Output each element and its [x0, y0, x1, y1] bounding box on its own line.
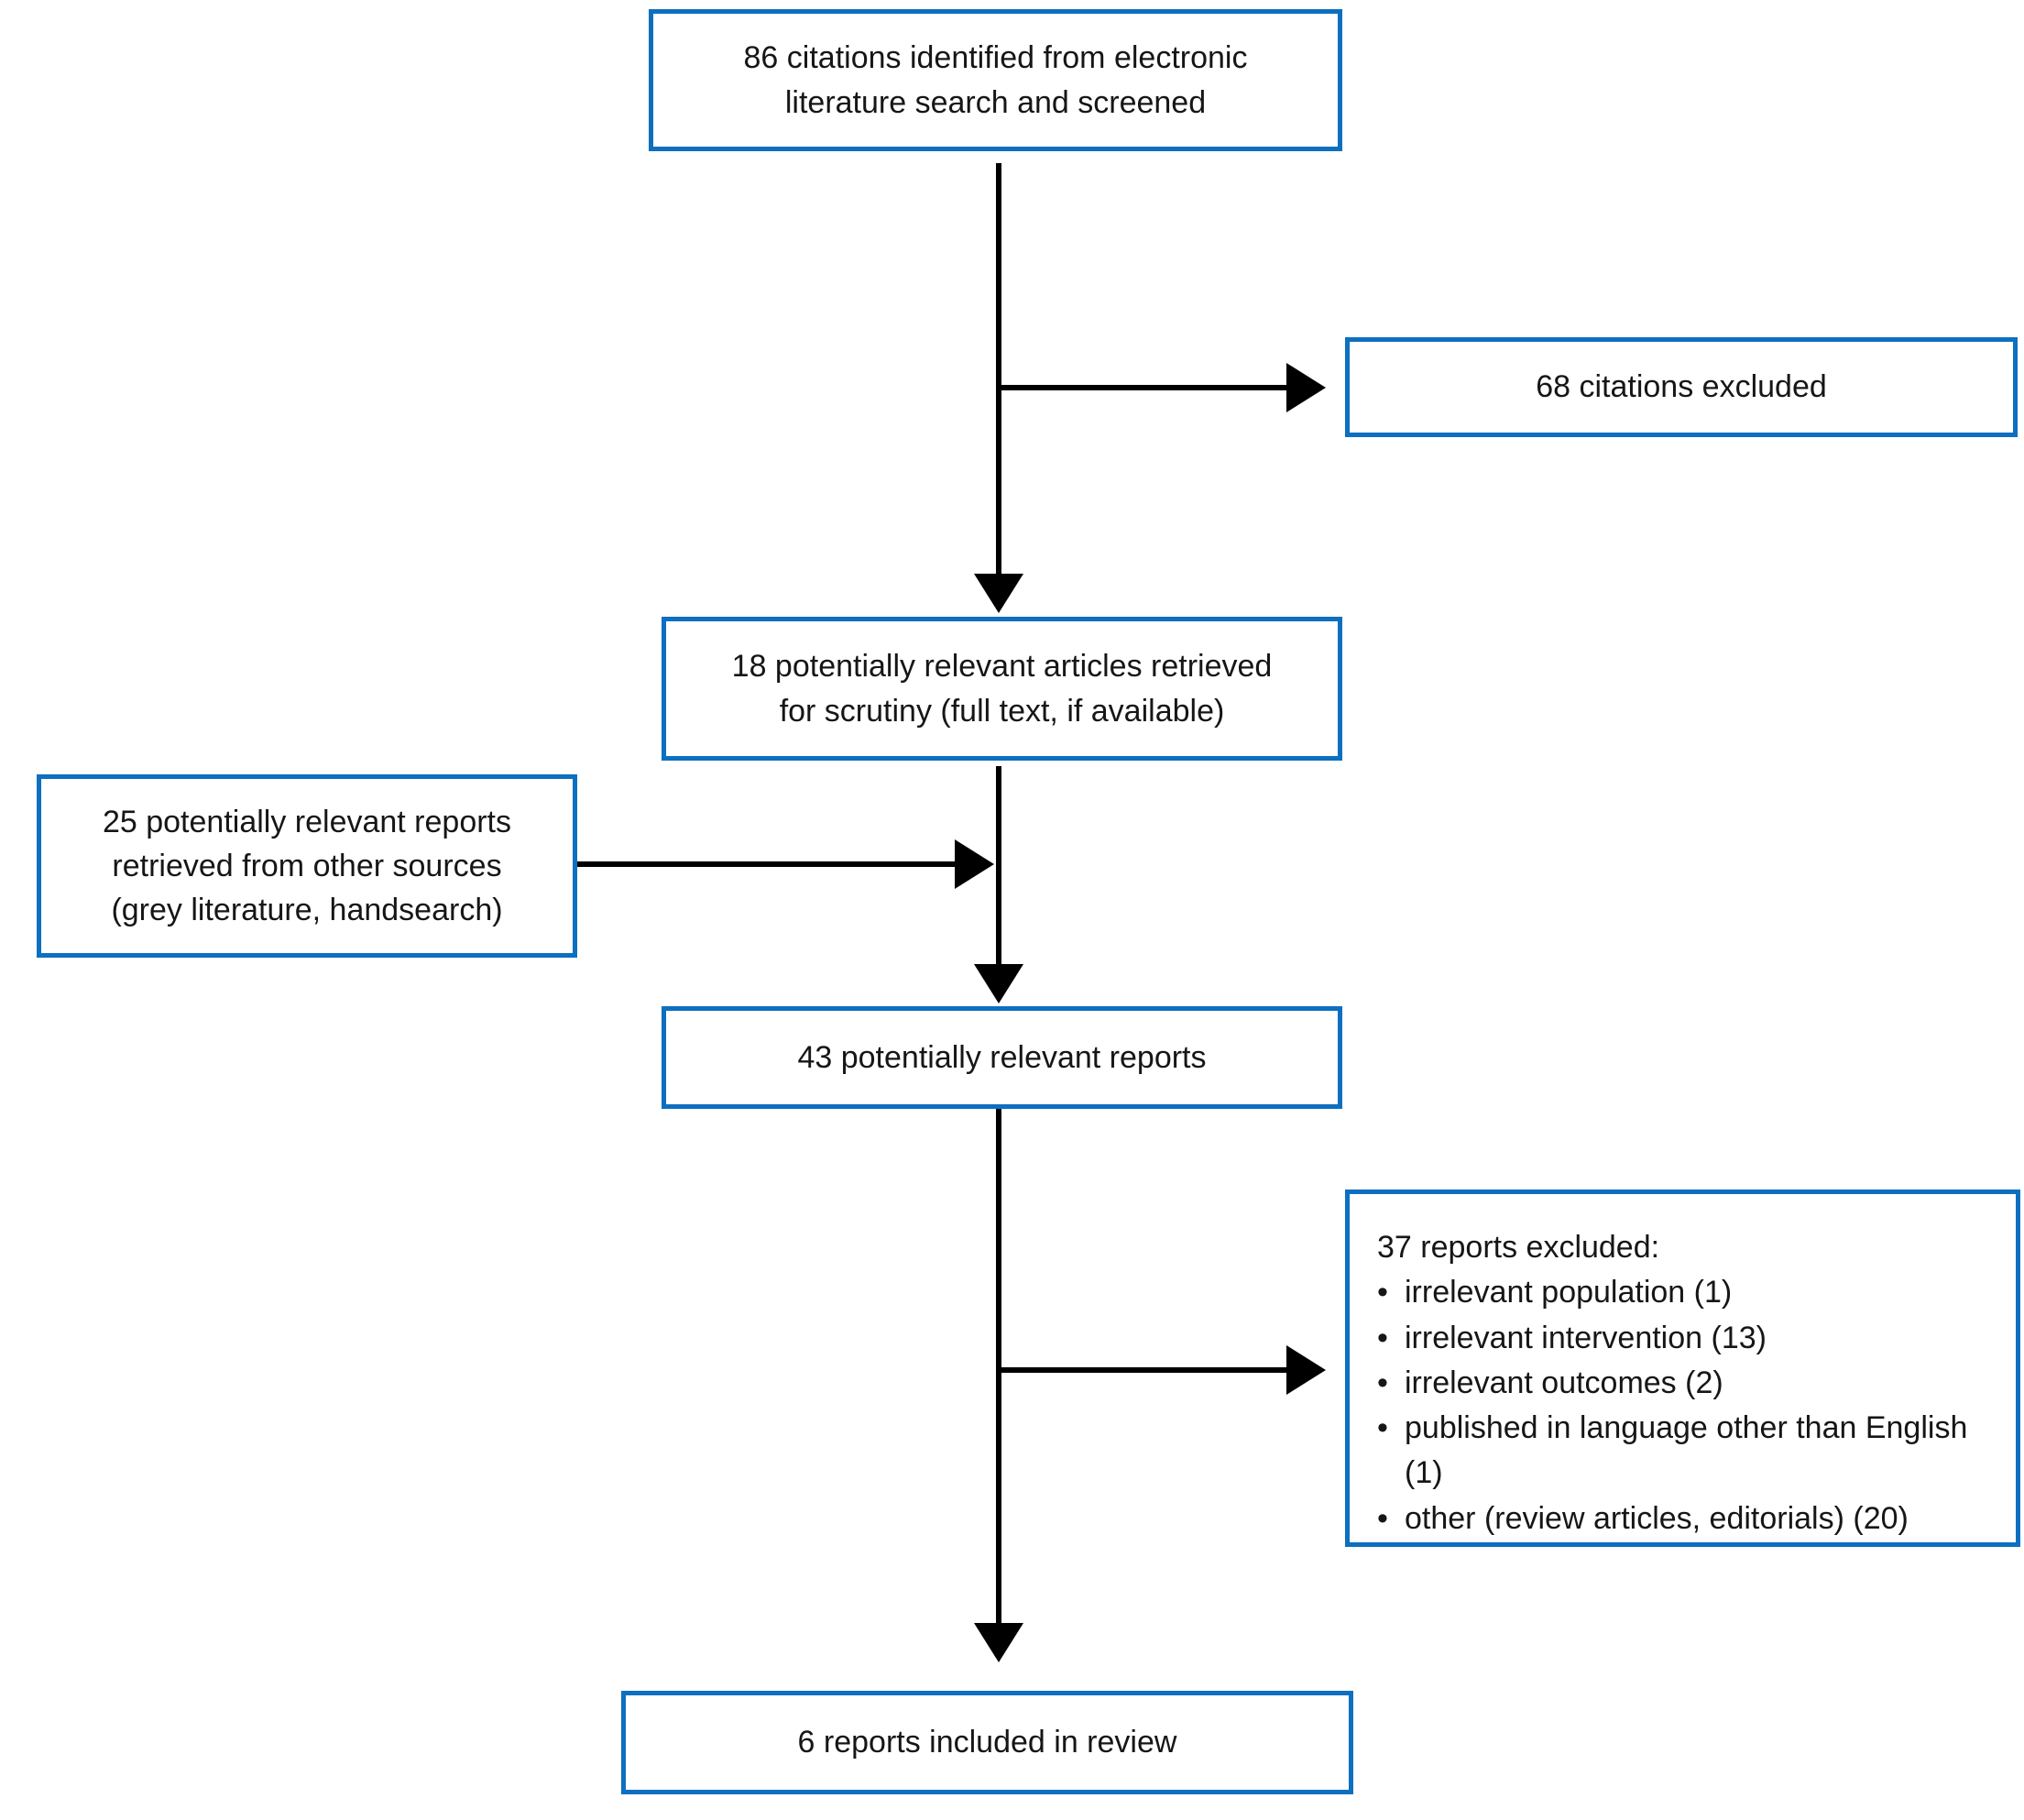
list-item: • irrelevant population (1)	[1377, 1270, 1988, 1315]
branch-citations-excluded-head-icon	[1286, 363, 1326, 412]
bullet-icon: •	[1377, 1275, 1388, 1310]
arrow-screened-to-retrieved-line	[996, 163, 1001, 576]
branch-reports-excluded-head-icon	[1286, 1345, 1326, 1395]
arrow-retrieved-to-relevant-head-icon	[974, 964, 1023, 1003]
box-text-line: 43 potentially relevant reports	[797, 1039, 1207, 1075]
box-text-line: 86 citations identified from electronic	[743, 40, 1248, 76]
box-articles-retrieved: 18 potentially relevant articles retriev…	[662, 617, 1342, 761]
list-item-text: irrelevant population (1)	[1405, 1275, 1733, 1310]
arrow-relevant-to-included-head-icon	[974, 1623, 1023, 1662]
arrow-relevant-to-included-line	[996, 1109, 1001, 1625]
list-item: • irrelevant outcomes (2)	[1377, 1361, 1988, 1406]
box-other-sources-reports: 25 potentially relevant reports retrieve…	[37, 774, 577, 958]
box-text-line: (grey literature, handsearch)	[111, 893, 503, 928]
list-item: • other (review articles, editorials) (2…	[1377, 1497, 1988, 1541]
box-citations-excluded: 68 citations excluded	[1345, 337, 2018, 437]
box-text-line: literature search and screened	[784, 84, 1207, 120]
list-item-text: irrelevant intervention (13)	[1405, 1320, 1767, 1355]
excluded-reports-list: • irrelevant population (1) • irrelevant…	[1377, 1270, 1988, 1541]
arrow-screened-to-retrieved-head-icon	[974, 574, 1023, 613]
arrow-other-sources-merge-head-icon	[955, 839, 994, 889]
box-text-line: 6 reports included in review	[797, 1725, 1177, 1760]
box-text-line: 68 citations excluded	[1536, 369, 1827, 405]
box-text-line: for scrutiny (full text, if available)	[779, 693, 1225, 729]
arrow-other-sources-merge-line	[577, 861, 955, 867]
list-item: • published in language other than Engli…	[1377, 1406, 1988, 1497]
list-item: • irrelevant intervention (13)	[1377, 1316, 1988, 1361]
branch-citations-excluded-line	[999, 385, 1286, 390]
list-item-text: other (review articles, editorials) (20)	[1405, 1500, 1909, 1536]
box-reports-excluded: 37 reports excluded: • irrelevant popula…	[1345, 1190, 2020, 1547]
bullet-icon: •	[1377, 1320, 1388, 1355]
bullet-icon: •	[1377, 1365, 1388, 1400]
box-reports-included: 6 reports included in review	[621, 1691, 1353, 1794]
box-relevant-reports: 43 potentially relevant reports	[662, 1006, 1342, 1109]
arrow-retrieved-to-relevant-line	[996, 766, 1001, 966]
list-item-text: irrelevant outcomes (2)	[1405, 1365, 1723, 1400]
box-citations-screened: 86 citations identified from electronic …	[649, 9, 1342, 151]
excluded-reports-title: 37 reports excluded:	[1377, 1230, 1660, 1265]
branch-reports-excluded-line	[999, 1367, 1286, 1373]
box-text-line: retrieved from other sources	[112, 848, 502, 883]
box-text-line: 25 potentially relevant reports	[102, 804, 512, 839]
bullet-icon: •	[1377, 1410, 1388, 1446]
box-text-line: 18 potentially relevant articles retriev…	[731, 649, 1273, 685]
bullet-icon: •	[1377, 1500, 1388, 1536]
list-item-text: published in language other than English…	[1405, 1410, 1968, 1491]
